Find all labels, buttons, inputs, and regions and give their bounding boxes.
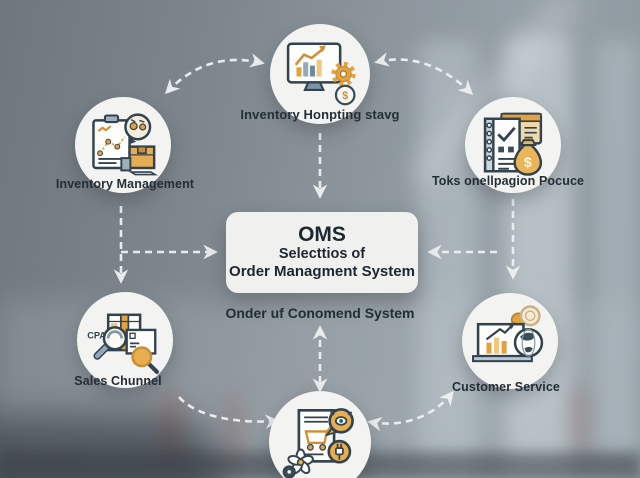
checklist-money-bag-icon: $	[483, 112, 543, 176]
node-order-cart	[269, 391, 371, 478]
label-documents-money: Toks onellpagion Pocuce	[431, 174, 585, 188]
arrow-topleft-topcenter	[164, 53, 265, 95]
oms-line2: Selecttios of	[278, 245, 366, 262]
arrow-topcenter-topright	[374, 52, 474, 96]
node-sales-channel: CPA	[77, 292, 173, 388]
package-magnifier-icon: CPA	[87, 313, 160, 375]
label-customer-service: Customer Service	[452, 380, 560, 394]
oms-line3: Order Managment System	[229, 263, 415, 281]
dollar-glyph: $	[342, 90, 348, 102]
arrow-saleschannel-bottomnode	[178, 396, 280, 429]
label-inventory-management: Inventory Management	[55, 177, 195, 191]
oms-title: OMS	[298, 222, 346, 246]
oms-center-box: OMS Selecttios of Order Managment System	[226, 212, 418, 293]
label-inventory-reporting: Inventory Honpting stavg	[240, 107, 400, 122]
monitor-chart-gear-coin-icon: $	[286, 42, 356, 106]
oms-caption: Onder uf Conomend System	[225, 305, 415, 321]
pointer-icon	[128, 136, 137, 145]
node-documents-money: $	[465, 97, 561, 193]
arrow-bottomnode-customerservice	[367, 390, 454, 432]
shopping-cart-icon	[304, 430, 329, 445]
orange-magnifier-icon	[131, 346, 153, 368]
dollar-coin-icon	[334, 84, 356, 106]
dollar-glyph: $	[524, 154, 532, 170]
money-bag-icon	[513, 143, 543, 176]
node-inventory-management	[75, 97, 171, 193]
clipboard-chart-box-icon	[92, 113, 158, 176]
node-inventory-reporting: $	[270, 24, 370, 124]
analysis-badge-icon	[124, 113, 152, 141]
order-cart-chat-plug-icon	[282, 408, 354, 478]
node-customer-service	[462, 293, 558, 389]
label-sales-channel: Sales Chunnel	[74, 374, 162, 388]
cpa-badge: CPA	[87, 330, 106, 340]
coin-icon	[519, 305, 541, 327]
chart-globe-coins-icon	[472, 305, 544, 363]
